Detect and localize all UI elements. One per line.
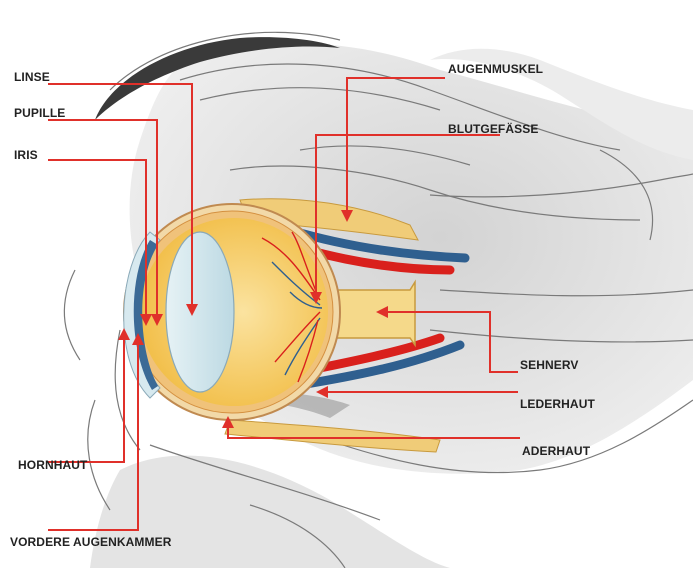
label-augenmuskel: AUGENMUSKEL <box>448 62 543 76</box>
label-pupille: PUPILLE <box>14 106 65 120</box>
label-aderhaut: ADERHAUT <box>522 444 590 458</box>
label-vordere-augenkammer: VORDERE AUGENKAMMER <box>10 535 171 549</box>
label-linse: LINSE <box>14 70 50 84</box>
label-lederhaut: LEDERHAUT <box>520 397 595 411</box>
label-iris: IRIS <box>14 148 38 162</box>
label-blutgefaesse: BLUTGEFÄSSE <box>448 122 538 136</box>
label-sehnerv: SEHNERV <box>520 358 579 372</box>
label-hornhaut: HORNHAUT <box>18 458 87 472</box>
lens <box>166 232 234 392</box>
